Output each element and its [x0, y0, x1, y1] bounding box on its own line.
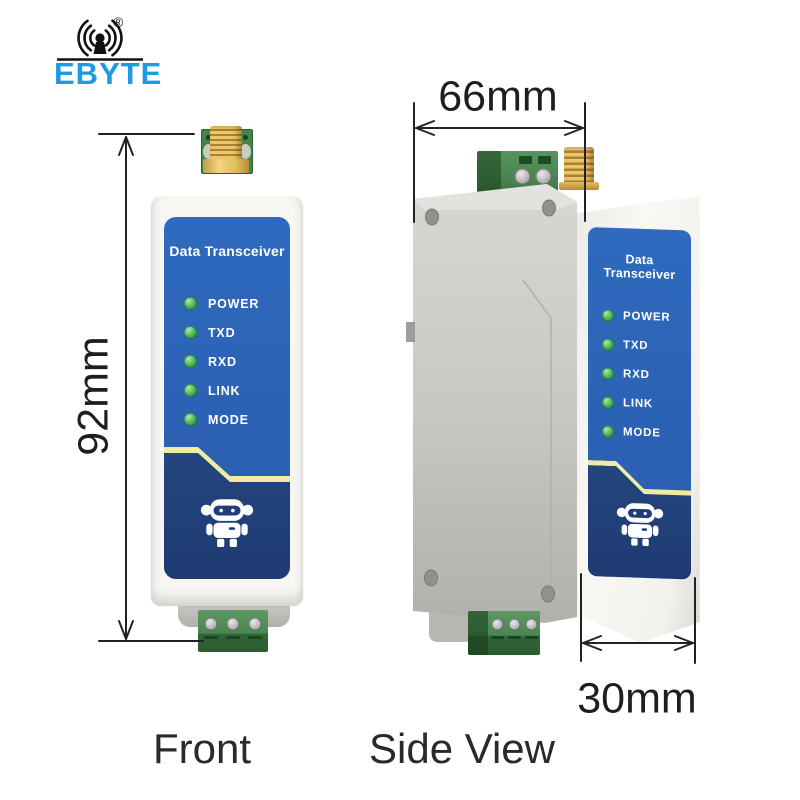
led-row: POWER: [184, 296, 260, 311]
led-row: LINK: [184, 383, 259, 398]
power-led-icon: [602, 309, 614, 322]
terminal-screw: [491, 618, 504, 631]
led-label: LINK: [208, 383, 241, 398]
side-bottom-terminal-block: [468, 611, 540, 655]
terminal-screw: [508, 618, 521, 631]
led-label: POWER: [208, 296, 260, 311]
led-label: TXD: [623, 339, 649, 353]
led-row: MODE: [602, 425, 670, 440]
brand-text: EBYTE: [54, 56, 163, 91]
txd-led-icon: [602, 338, 614, 351]
side-antenna-base: [559, 182, 599, 190]
led-label: LINK: [623, 397, 654, 411]
dim-width-label: 66mm: [438, 72, 558, 121]
led-row: POWER: [602, 309, 671, 324]
terminal-screw: [514, 168, 531, 185]
power-led-icon: [184, 297, 197, 310]
side-view-label: Side View: [368, 725, 556, 772]
antenna-hex-nut: [203, 159, 249, 173]
dim-height-label: 92mm: [69, 336, 118, 456]
terminal-screw: [248, 617, 262, 631]
led-label: RXD: [208, 354, 237, 369]
robot-mascot-icon: [616, 503, 663, 547]
robot-mascot-icon: [200, 499, 254, 547]
registered-mark: ®: [113, 14, 124, 30]
rxd-led-icon: [602, 367, 614, 380]
side-housing: [406, 184, 577, 642]
mode-led-icon: [184, 413, 197, 426]
ebyte-logo: ® EBYTE: [54, 12, 164, 92]
led-row: MODE: [184, 412, 259, 427]
front-terminal-block: [198, 610, 268, 652]
led-label: MODE: [208, 412, 249, 427]
link-led-icon: [602, 396, 614, 409]
led-column: POWER TXD RXD LINK MODE: [184, 297, 259, 442]
front-view-label: Front: [152, 725, 252, 772]
terminal-screw: [226, 617, 240, 631]
led-row: RXD: [602, 367, 670, 381]
side-panel: Data Transceiver POWER TXD RXD LINK MODE: [588, 227, 691, 580]
antenna-waves-icon: [57, 19, 143, 61]
led-label: RXD: [623, 368, 650, 382]
led-column: POWER TXD RXD LINK MODE: [602, 309, 670, 456]
txd-led-icon: [184, 326, 197, 339]
led-label: MODE: [623, 426, 661, 440]
rxd-led-icon: [184, 355, 197, 368]
link-led-icon: [184, 384, 197, 397]
side-antenna-coil: [564, 147, 594, 185]
panel-title: Data Transceiver: [169, 243, 285, 259]
mode-led-icon: [602, 425, 614, 438]
dim-depth-label: 30mm: [577, 674, 697, 723]
led-row: TXD: [602, 338, 670, 352]
led-row: RXD: [184, 354, 259, 369]
terminal-screw: [204, 617, 218, 631]
antenna-thread: [210, 126, 242, 164]
led-row: TXD: [184, 325, 259, 340]
led-label: POWER: [623, 310, 671, 324]
led-row: LINK: [602, 396, 670, 410]
terminal-screw: [525, 618, 538, 631]
panel-title: Data Transceiver: [603, 252, 676, 283]
front-panel: Data Transceiver POWER TXD RXD LINK MODE: [164, 217, 290, 579]
terminal-screw: [535, 168, 552, 185]
led-label: TXD: [208, 325, 236, 340]
